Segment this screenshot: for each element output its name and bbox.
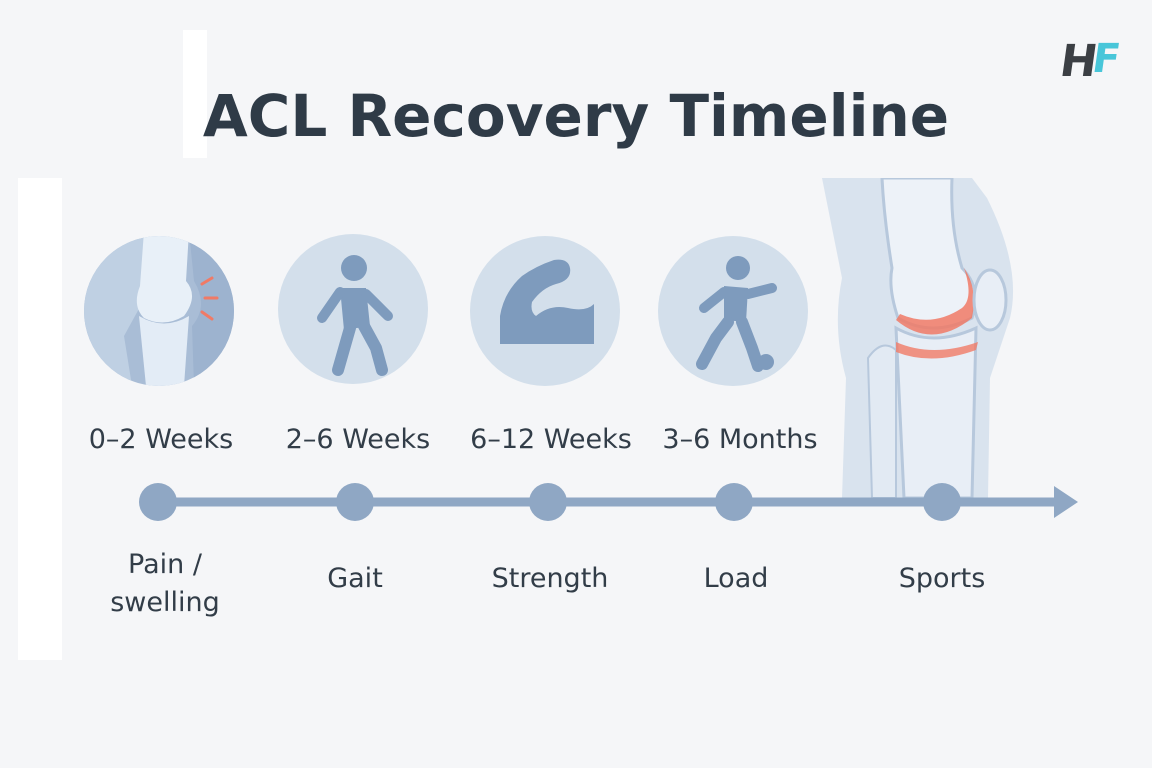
milestone-label-3: Strength bbox=[491, 563, 609, 594]
background-strip-left bbox=[18, 178, 62, 660]
page-title: ACL Recovery Timeline bbox=[202, 82, 950, 150]
inflamed-knee-icon bbox=[84, 236, 234, 386]
running-soccer-icon bbox=[658, 236, 808, 386]
logo-letter-h: H bbox=[1058, 36, 1101, 82]
walking-person-icon bbox=[278, 234, 428, 384]
timeline-node-2 bbox=[336, 483, 374, 521]
timeline-node-1 bbox=[139, 483, 177, 521]
milestone-label-4: Load bbox=[703, 563, 769, 594]
phase-label-2: 2–6 Weeks bbox=[285, 424, 431, 455]
phase-label-3: 6–12 Weeks bbox=[470, 424, 632, 455]
timeline-node-4 bbox=[715, 483, 753, 521]
milestone-label-5: Sports bbox=[898, 563, 986, 594]
logo-letter-f: F bbox=[1090, 36, 1124, 82]
timeline-arrowhead bbox=[1054, 486, 1078, 518]
hf-logo: H F bbox=[1058, 36, 1124, 82]
timeline-node-3 bbox=[529, 483, 567, 521]
milestone-label-1: Pain / swelling bbox=[65, 546, 265, 622]
background-strip-top bbox=[183, 30, 207, 158]
milestone-label-1-line-1: Pain / bbox=[128, 549, 202, 580]
milestone-label-1-line-2: swelling bbox=[110, 587, 220, 618]
flexed-arm-icon bbox=[470, 236, 620, 386]
phase-label-1: 0–2 Weeks bbox=[88, 424, 234, 455]
knee-joint-illustration bbox=[822, 178, 1014, 498]
phase-label-4: 3–6 Months bbox=[662, 424, 818, 455]
milestone-label-2: Gait bbox=[327, 563, 383, 594]
